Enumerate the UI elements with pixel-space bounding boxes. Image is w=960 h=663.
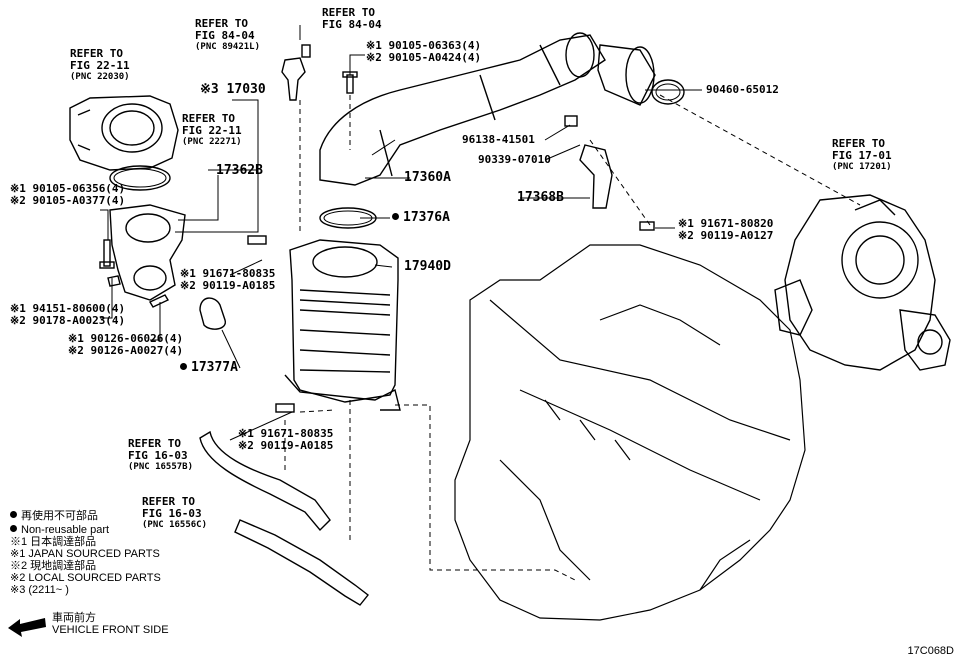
refer-fig-17-01: REFER TO FIG 17-01 (PNC 17201): [832, 137, 892, 173]
nonreusable-dot: [10, 511, 17, 518]
intake-pipe: [319, 32, 606, 186]
bolt-left-label: ※1 90105-06356(4) ※2 90105-A0377(4): [10, 182, 126, 207]
gasket-17362b: [109, 165, 171, 191]
refer-fig-16-03-a: REFER TO FIG 16-03 (PNC 16557B): [128, 437, 194, 473]
engine-block: [454, 244, 806, 621]
bolt-low: [275, 403, 295, 413]
part-17376a: 17376A: [392, 211, 450, 224]
refer-fig-84-04-a: REFER TO FIG 84-04 (PNC 89421L): [195, 17, 261, 53]
bolt-mid: [247, 235, 267, 245]
turbocharger: [774, 194, 951, 371]
leader-lines: [100, 25, 702, 441]
nut-left: [107, 275, 121, 287]
water-hose-lower: [234, 519, 369, 606]
part-17360a: 17360A: [404, 170, 451, 185]
stud-label: ※1 90126-06026(4) ※2 90126-A0027(4): [68, 332, 184, 357]
nut-label: ※1 94151-80600(4) ※2 90178-A0023(4): [10, 302, 126, 327]
legend: 再使用不可部品 Non-reusable part ※1 日本調達部品 ※1 J…: [10, 510, 161, 596]
rubber-hose: [597, 44, 656, 106]
nonreusable-dot: [180, 363, 187, 370]
bolt-top-label: ※1 90105-06363(4) ※2 90105-A0424(4): [366, 39, 482, 64]
front-arrow: [8, 618, 46, 637]
legend-japan-en: ※1 JAPAN SOURCED PARTS: [10, 548, 160, 560]
stud-left: [149, 294, 169, 308]
refer-fig-22-11-b: REFER TO FIG 22-11 (PNC 22271): [182, 112, 242, 148]
bracket: [579, 144, 613, 209]
legend-nonreusable-en: Non-reusable part: [21, 524, 110, 536]
vehicle-front-en: VEHICLE FRONT SIDE: [52, 624, 169, 636]
part-90460: 90460-65012: [706, 83, 779, 96]
gasket-17376a: [319, 207, 377, 229]
drawing-code: 17C068D: [907, 645, 954, 657]
part-17030: ※3 17030: [200, 82, 266, 97]
part-17362b: 17362B: [216, 163, 263, 178]
legend-note-3: ※3 (2211~ ): [10, 584, 69, 596]
flange-adaptor: [109, 204, 186, 301]
refer-fig-84-04-b: REFER TO FIG 84-04: [322, 6, 382, 31]
nonreusable-dot: [10, 525, 17, 532]
vehicle-front-label: 車両前方 VEHICLE FRONT SIDE: [10, 612, 169, 636]
pressure-sensor: [281, 57, 306, 101]
part-17377a: 17377A: [180, 361, 238, 374]
throttle-body: [69, 95, 179, 171]
part-90339: 90339-07010: [478, 153, 551, 166]
part-17940d: 17940D: [404, 259, 451, 274]
bolt-low-label: ※1 91671-80835 ※2 90119-A0185: [238, 427, 334, 452]
part-17368b: 17368B: [517, 190, 564, 205]
legend-local-jp: ※2 現地調達部品: [10, 560, 97, 572]
bolt-right-label: ※1 91671-80820 ※2 90119-A0127: [678, 217, 774, 242]
water-hose-upper: [199, 430, 331, 532]
bolt-right: [639, 221, 655, 231]
dashed-lines: [284, 94, 861, 581]
bolt-mid-label: ※1 91671-80835 ※2 90119-A0185: [180, 267, 276, 292]
sensor-bolt: [301, 44, 311, 58]
legend-japan-jp: ※1 日本調達部品: [10, 536, 97, 548]
legend-nonreusable-jp: 再使用不可部品: [21, 510, 98, 522]
legend-local-en: ※2 LOCAL SOURCED PARTS: [10, 572, 161, 584]
vehicle-front-jp: 車両前方: [52, 612, 96, 624]
nonreusable-dot: [392, 213, 399, 220]
intercooler: [284, 239, 401, 411]
refer-fig-22-11-a: REFER TO FIG 22-11 (PNC 22030): [70, 47, 130, 83]
hose-clamp: [651, 79, 685, 105]
refer-fig-16-03-b: REFER TO FIG 16-03 (PNC 16556C): [142, 495, 208, 531]
bolt-left: [99, 239, 115, 269]
gasket-17377a: [199, 297, 226, 330]
small-grommet: [564, 115, 578, 127]
part-96138: 96138-41501: [462, 133, 535, 146]
bolt-top: [342, 71, 358, 94]
